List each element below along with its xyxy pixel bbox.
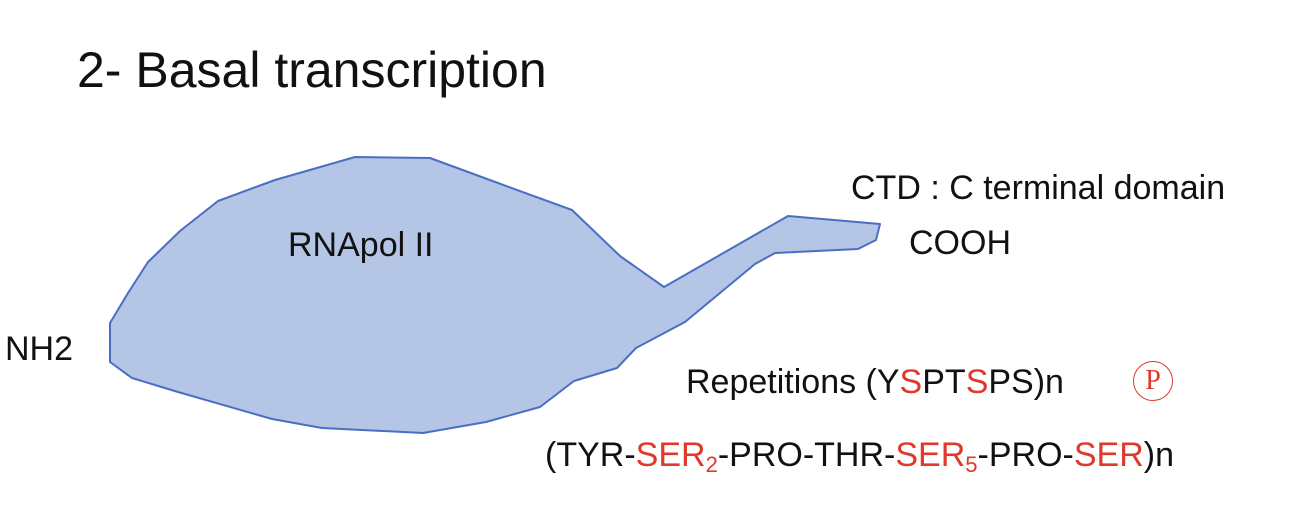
ser5-text: SER	[895, 436, 966, 474]
slide-title: 2- Basal transcription	[77, 42, 547, 98]
serine-highlight-1: S	[899, 363, 923, 401]
rnapol-body-outline	[109, 156, 881, 434]
ser5-subscript: 5	[965, 452, 978, 477]
ser-residue: SER	[1073, 436, 1144, 474]
amino-acid-sequence: (TYR-SER2-PRO-THR-SER5-PRO-SER)n	[545, 435, 1175, 477]
sequence-open: (TYR-	[545, 436, 636, 474]
repetitions-mid: PT	[922, 363, 966, 401]
serine-highlight-2: S	[965, 363, 989, 401]
sequence-mid: -PRO-THR-	[717, 436, 896, 474]
sequence-dash: -PRO-	[977, 436, 1074, 474]
ser2-subscript: 2	[705, 452, 718, 477]
nh2-terminus-label: NH2	[5, 330, 74, 368]
repetitions-motif: Repetitions (YSPTSPS)n	[686, 362, 1064, 402]
cooh-terminus-label: COOH	[909, 224, 1011, 262]
repetitions-suffix: PS)n	[988, 363, 1064, 401]
phosphate-badge: P	[1133, 361, 1173, 401]
ser2-text: SER	[635, 436, 706, 474]
ctd-label: CTD : C terminal domain	[851, 169, 1226, 207]
ser2-residue: SER2	[635, 436, 718, 477]
repetitions-prefix: Repetitions (Y	[686, 363, 900, 401]
ser5-residue: SER5	[895, 436, 978, 477]
rnapol-label: RNApol II	[288, 226, 434, 264]
sequence-close: )n	[1143, 436, 1175, 474]
